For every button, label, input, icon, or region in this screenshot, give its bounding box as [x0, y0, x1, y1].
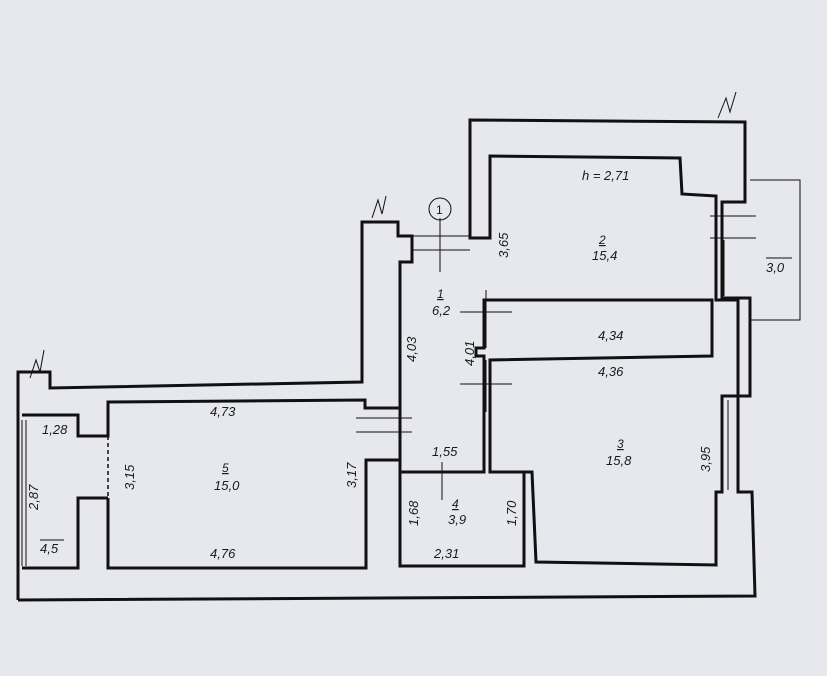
dim-403: 4,03 [404, 336, 419, 362]
room4-area: 3,9 [448, 512, 466, 527]
dim-395: 3,95 [698, 446, 713, 472]
dim-128: 1,28 [42, 422, 68, 437]
dim-401: 4,01 [462, 341, 477, 366]
room2-number: 2 [598, 233, 606, 247]
room3-number: 3 [617, 437, 624, 451]
dim-434: 4,34 [598, 328, 623, 343]
dim-365: 3,65 [496, 232, 511, 258]
balcony-right [750, 179, 801, 321]
left-wall-room5 [22, 398, 400, 438]
dim-473: 4,73 [210, 404, 236, 419]
dim-168: 1,68 [406, 500, 421, 526]
axis-marker-label: 1 [436, 203, 443, 217]
room1-area: 6,2 [432, 303, 451, 318]
balcony-right-area: 3,0 [766, 260, 785, 275]
break-mark-right [717, 91, 737, 119]
room2-area: 15,4 [592, 248, 617, 263]
room5-number: 5 [222, 461, 229, 475]
dim-476: 4,76 [210, 546, 236, 561]
dim-436: 4,36 [598, 364, 624, 379]
room3-area: 15,8 [606, 453, 632, 468]
axis-marker-circle [428, 197, 452, 221]
break-mark-mid [371, 195, 387, 219]
balcony-left-area: 4,5 [40, 541, 59, 556]
room1-number: 1 [437, 287, 444, 301]
dim-170: 1,70 [504, 500, 519, 526]
ceiling-height: h = 2,71 [582, 168, 629, 183]
dim-315: 3,15 [122, 464, 137, 490]
break-mark-left [29, 349, 45, 379]
room4-number: 4 [452, 497, 459, 511]
left-pier [22, 496, 108, 570]
dim-287: 2,87 [26, 484, 41, 511]
room5-area: 15,0 [214, 478, 240, 493]
dim-317: 3,17 [344, 462, 359, 488]
dim-155: 1,55 [432, 444, 458, 459]
room5-bottom [106, 458, 526, 570]
dim-231: 2,31 [433, 546, 459, 561]
